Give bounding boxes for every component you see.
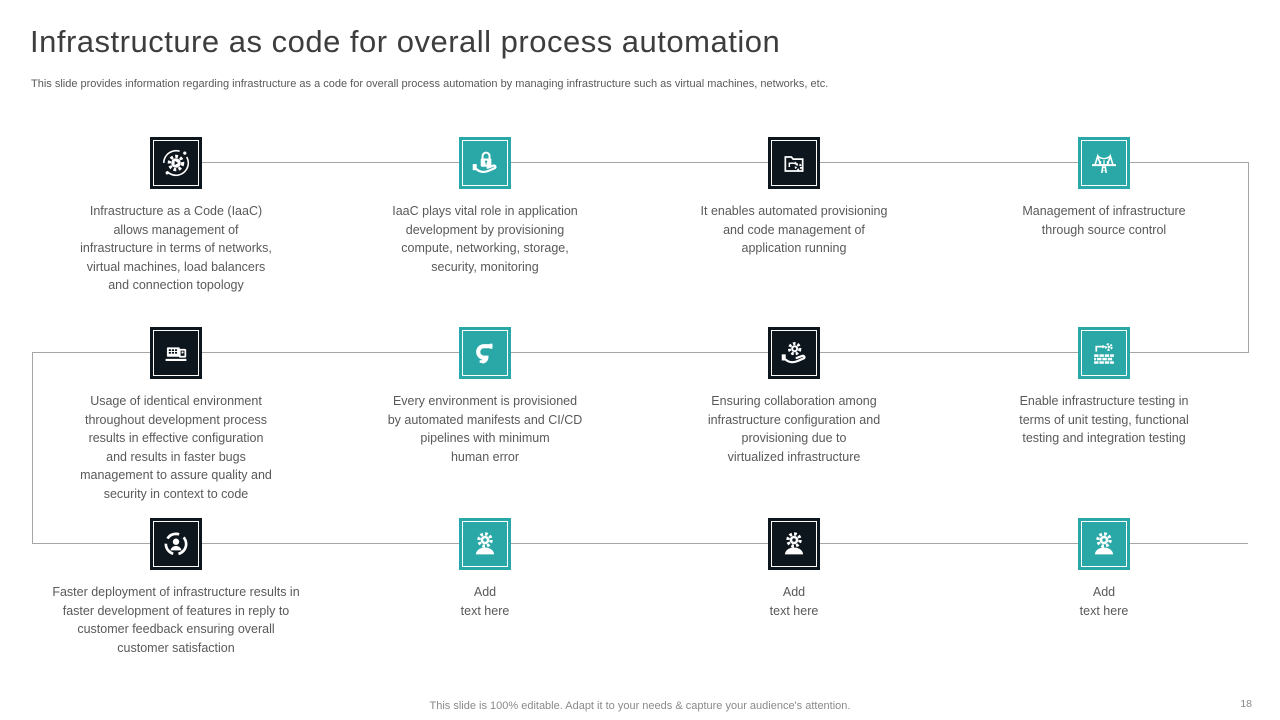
process-card: Ensuring collaboration among infrastruct… [639,327,949,466]
card-text: IaaC plays vital role in application dev… [392,204,578,274]
process-card: IaaC plays vital role in application dev… [330,137,640,276]
slide-subtitle: This slide provides information regardin… [31,78,829,90]
hand-lock-icon [472,151,497,173]
process-card: Usage of identical environment throughou… [21,327,331,503]
gear-person-icon [784,532,804,555]
page-number: 18 [1240,698,1252,710]
icon-square [150,137,202,189]
card-text: Add text here [1079,585,1129,618]
icon-square [150,518,202,570]
icon-square [459,327,511,379]
icon-square [150,327,202,379]
icon-square [768,518,820,570]
connector-left-down [32,352,33,544]
hand-gear-icon [781,342,806,364]
card-text: Usage of identical environment throughou… [80,394,272,501]
icon-square [1078,327,1130,379]
icon-square [1078,137,1130,189]
bridge-icon [1092,153,1116,174]
process-card: Add text here [639,518,949,620]
gear-person-icon [475,532,495,555]
process-card: It enables automated provisioning and co… [639,137,949,258]
icon-square [768,137,820,189]
footer-note: This slide is 100% editable. Adapt it to… [429,700,851,712]
page-title: Infrastructure as code for overall proce… [30,24,781,59]
process-card: Add text here [949,518,1259,620]
process-card: Enable infrastructure testing in terms o… [949,327,1259,448]
card-text: It enables automated provisioning and co… [700,204,888,255]
card-text: Faster deployment of infrastructure resu… [52,585,300,655]
automation-gear-icon [162,149,190,177]
card-text: Every environment is provisioned by auto… [387,394,583,464]
gear-person-icon [1094,532,1114,555]
process-card: Infrastructure as a Code (IaaC) allows m… [21,137,331,295]
folder-automation-icon [784,156,804,172]
connector-right-down [1248,162,1249,353]
process-card: Every environment is provisioned by auto… [330,327,640,466]
card-text: Ensuring collaboration among infrastruct… [707,394,881,464]
icon-square [1078,518,1130,570]
icon-square [459,518,511,570]
process-card: Management of infrastructure through sou… [949,137,1259,239]
connector-row3 [32,543,1248,544]
card-text: Add text here [460,585,510,618]
user-gear-cycle-icon [164,532,188,556]
icon-square [459,137,511,189]
card-text: Enable infrastructure testing in terms o… [1019,394,1189,445]
connector-row2 [32,352,1248,353]
wall-testing-icon [1094,343,1114,364]
card-text: Infrastructure as a Code (IaaC) allows m… [80,204,272,292]
connector-row1 [176,162,1248,163]
process-card: Faster deployment of infrastructure resu… [21,518,331,657]
card-text: Add text here [769,585,819,618]
icon-square [768,327,820,379]
card-text: Management of infrastructure through sou… [1022,204,1186,237]
process-card: Add text here [330,518,640,620]
server-icon [165,347,187,361]
pipeline-icon [476,343,493,364]
